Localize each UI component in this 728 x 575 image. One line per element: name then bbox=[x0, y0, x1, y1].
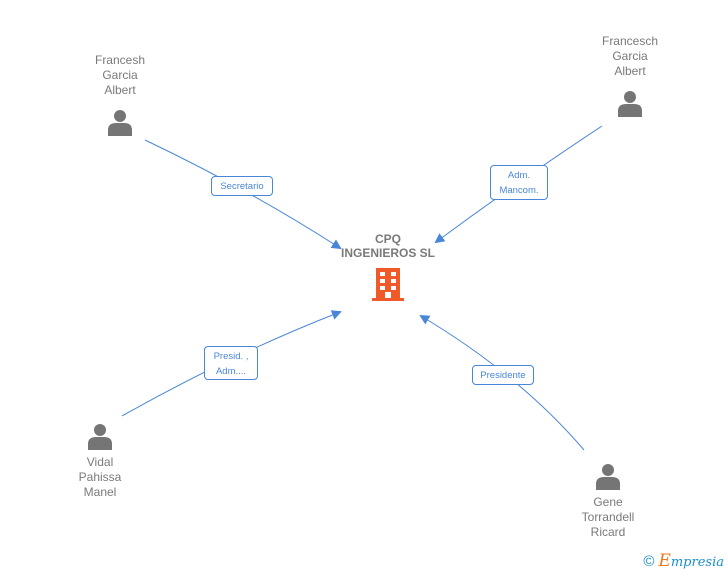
copyright-icon: © bbox=[643, 553, 655, 570]
person-name: Francesh Garcia Albert bbox=[94, 53, 146, 97]
empresia-logo: ©Empresia bbox=[643, 551, 724, 571]
person-icon bbox=[108, 110, 132, 136]
brand-name: mpresia bbox=[670, 555, 724, 570]
person-node[interactable]: Gene Torrandell Ricard bbox=[558, 462, 658, 540]
person-icon bbox=[618, 91, 642, 117]
company-name: CPQ INGENIEROS SL bbox=[340, 232, 435, 260]
company-node[interactable]: CPQ INGENIEROS SL bbox=[328, 232, 448, 302]
person-name: Francesch Garcia Albert bbox=[601, 34, 659, 78]
person-node[interactable]: Vidal Pahissa Manel bbox=[50, 422, 150, 500]
person-icon bbox=[596, 464, 620, 490]
person-name: Gene Torrandell Ricard bbox=[581, 495, 635, 539]
person-node[interactable]: Francesch Garcia Albert bbox=[580, 34, 680, 117]
role-label-adm-mancom[interactable]: Adm. Mancom. bbox=[490, 165, 548, 200]
role-label-presidente[interactable]: Presidente bbox=[472, 365, 534, 385]
person-name: Vidal Pahissa Manel bbox=[78, 455, 122, 499]
person-node[interactable]: Francesh Garcia Albert bbox=[70, 53, 170, 136]
person-icon bbox=[88, 424, 112, 450]
building-icon bbox=[372, 268, 404, 301]
brand-initial: E bbox=[658, 551, 671, 571]
role-label-secretario[interactable]: Secretario bbox=[211, 176, 273, 196]
role-label-presid-adm[interactable]: Presid. , Adm.... bbox=[204, 346, 258, 380]
